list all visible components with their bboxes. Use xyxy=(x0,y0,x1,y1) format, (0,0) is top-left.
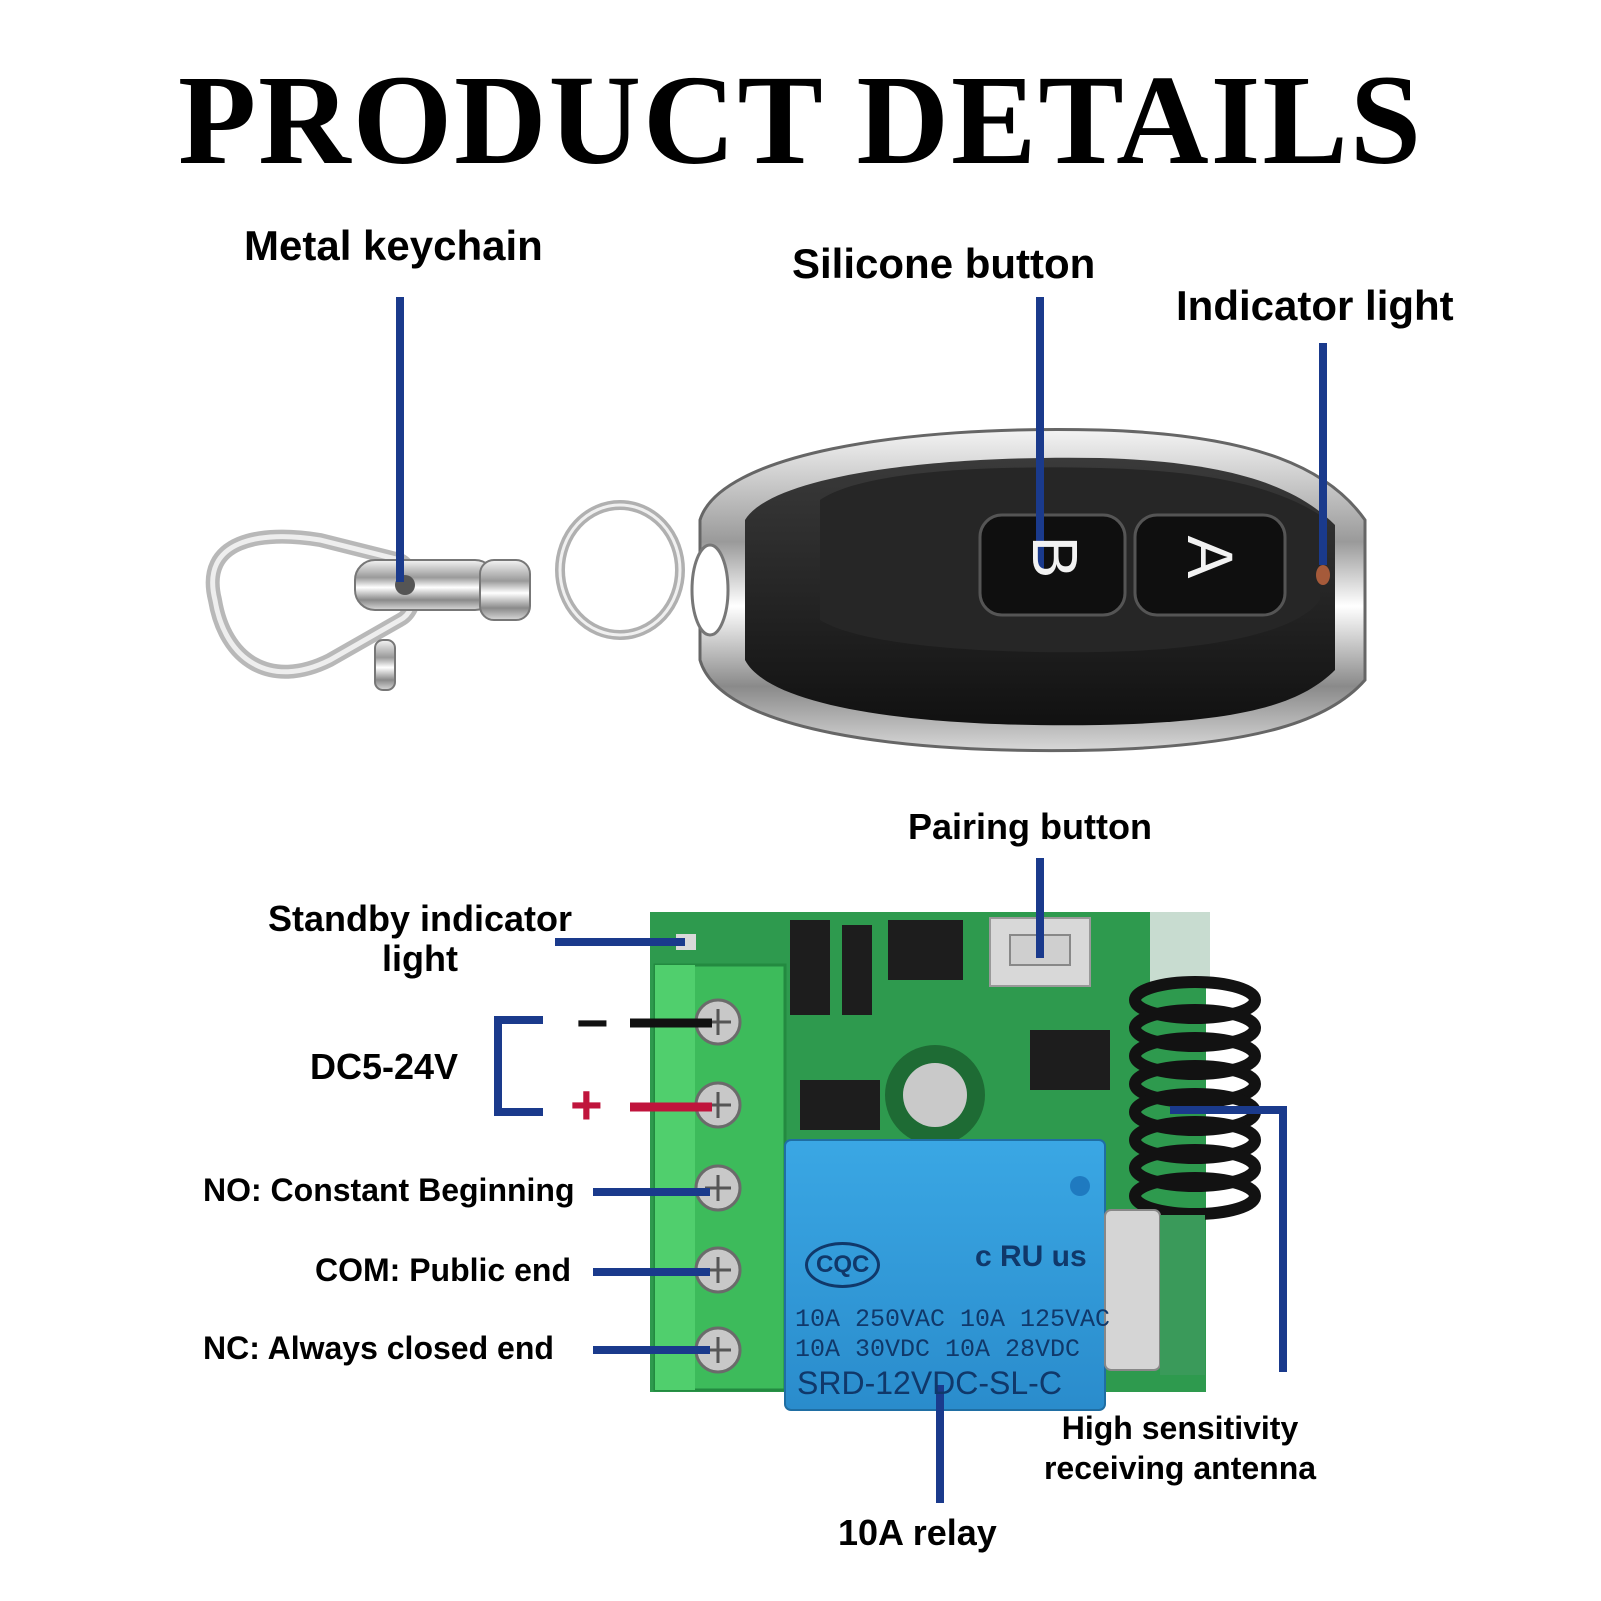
plus-sign: + xyxy=(570,1073,603,1136)
no-terminal-label: NO: Constant Beginning xyxy=(203,1172,575,1208)
button-a-glyph: A xyxy=(1174,535,1246,579)
relay-model: SRD-12VDC-SL-C xyxy=(797,1365,1062,1401)
power-label: DC5-24V xyxy=(310,1046,459,1087)
keychain-label: Metal keychain xyxy=(244,222,543,269)
power-bracket xyxy=(494,1016,543,1116)
antenna-label-line1: High sensitivity xyxy=(1061,1410,1299,1446)
standby-label-line1: Standby indicator xyxy=(267,898,573,939)
minus-sign: − xyxy=(576,991,609,1054)
cqc-mark: CQC xyxy=(805,1242,881,1288)
pairing-button-label: Pairing button xyxy=(908,806,1152,847)
com-terminal-label: COM: Public end xyxy=(315,1252,571,1288)
remote-body-illustration xyxy=(690,428,1367,753)
nc-terminal-label: NC: Always closed end xyxy=(203,1330,554,1366)
ul-mark: c RU us xyxy=(975,1240,1087,1273)
callout-lines xyxy=(396,297,1327,1503)
page-title: PRODUCT DETAILS xyxy=(177,49,1424,191)
relay-rating-line2: 10A 30VDC 10A 28VDC xyxy=(795,1335,1081,1364)
button-b-glyph: B xyxy=(1019,535,1091,579)
standby-label-line2: light xyxy=(382,938,458,979)
silicone-button-label: Silicone button xyxy=(792,240,1096,287)
receiver-board-illustration xyxy=(650,912,1261,1411)
relay-label: 10A relay xyxy=(838,1512,997,1553)
antenna-label-line2: receiving antenna xyxy=(1043,1450,1317,1486)
relay-rating-line1: 10A 250VAC 10A 125VAC xyxy=(795,1305,1111,1334)
metal-keychain-illustration xyxy=(205,500,685,691)
antenna-callout-line xyxy=(1170,1106,1287,1372)
indicator-light-label: Indicator light xyxy=(1176,282,1454,329)
